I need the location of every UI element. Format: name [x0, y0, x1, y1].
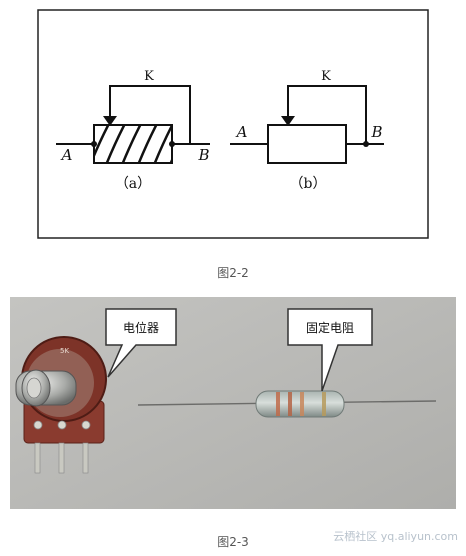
wiper-wire-b: [287, 85, 367, 144]
figure-2-3-caption: 图2-3: [217, 535, 249, 549]
label-b-a: B: [197, 146, 209, 164]
symbol-b-potentiometer: K A B （b）: [230, 69, 384, 192]
figure-2-2-caption: 图2-2: [217, 266, 249, 280]
symbol-a-potentiometer: K A B （a）: [56, 69, 210, 192]
label-a-b: A: [235, 123, 248, 141]
wiper-arrow-b: [281, 116, 295, 126]
pot-marking-text: 5K: [60, 347, 69, 355]
hatch-pattern: [94, 125, 172, 163]
resistor-symbols-diagram: K A B （a） K A B （b）: [37, 9, 429, 239]
callout-potentiometer: 电位器: [105, 308, 177, 378]
resistor-body-plain: [267, 124, 347, 164]
callout-label-potentiometer: 电位器: [123, 320, 159, 335]
label-k-b: K: [321, 69, 331, 84]
label-a-a: A: [60, 146, 73, 164]
potentiometer-object: 5K: [15, 336, 107, 474]
components-photo: 5K 电位器 固定电阻: [10, 297, 456, 509]
label-b-b: B: [370, 123, 382, 141]
node-a-right: [169, 141, 175, 147]
node-a-left: [91, 141, 97, 147]
wiper-arrow-a: [103, 116, 117, 126]
callout-label-fixed-resistor: 固定电阻: [306, 320, 354, 335]
fixed-resistor-object: [137, 390, 437, 418]
wiper-wire-a: [109, 85, 191, 144]
callout-fixed-resistor: 固定电阻: [287, 308, 373, 392]
watermark: 云栖社区 yq.aliyun.com: [333, 530, 458, 543]
sublabel-a: （a）: [115, 176, 151, 192]
label-k-a: K: [144, 69, 154, 84]
sublabel-b: （b）: [290, 176, 327, 192]
